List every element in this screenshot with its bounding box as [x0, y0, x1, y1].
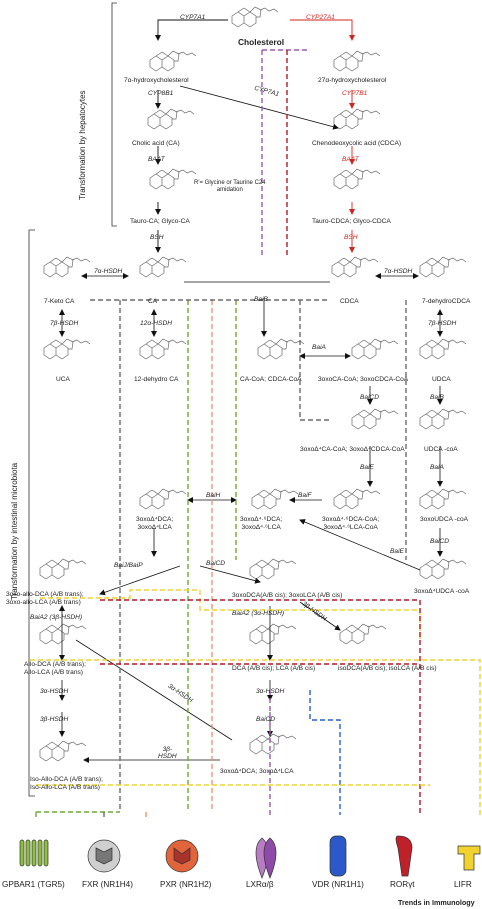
pxr-icon — [165, 839, 199, 873]
baie-2-label: BaiE — [390, 548, 404, 555]
tauro-cdca-label: Tauro-CDCA; Glyco-CDCA — [312, 218, 391, 225]
baia-right-label: BaiA — [430, 464, 444, 471]
gpcr-icon — [19, 839, 49, 867]
dca-lca-label: DCA (A/B cis); LCA (A/B cis) — [232, 665, 316, 672]
receptor-gpbar1: GPBAR1 (TGR5) — [2, 880, 65, 889]
microbiota-arrows — [59, 273, 443, 763]
hsdh7b-left-label: 7β-HSDH — [50, 320, 79, 327]
ca-short-label: CA — [148, 298, 158, 305]
hsdh3a-mid-label: 3α-HSDH — [256, 688, 285, 695]
baicd-right-label: BaiCD — [430, 538, 450, 545]
uca-label: UCA — [56, 376, 70, 383]
hsdh7b-right-label: 7β-HSDH — [428, 320, 457, 327]
iso-allo-label: Iso-Allo-DCA (A/B trans);Iso-Allo-LCA (A… — [30, 776, 103, 791]
dca46-coa-label: 3oxoΔ⁴·⁶DCA-CoA;3oxoΔ⁴·⁶LCA-CoA — [322, 516, 380, 531]
cyp7a1-label: CYP7A1 — [180, 14, 206, 21]
bsh-right-label: BSH — [344, 234, 358, 241]
baif-label: BaiF — [298, 492, 312, 499]
tauro-ca-label: Tauro-CA; Glyco-CA — [130, 218, 190, 225]
journal-logo: Trends in Immunology — [398, 898, 475, 907]
baib-label: BaiB — [254, 296, 268, 303]
baie-label: BaiE — [360, 464, 374, 471]
fxr-icon — [87, 839, 121, 873]
oxo-coa-label: 3oxoCA-CoA; 3oxoCDCA-CoA — [318, 376, 409, 383]
cdca-short-label: CDCA — [340, 298, 359, 305]
hsdh7a-right-label: 7α-HSDH — [384, 268, 413, 275]
bsh-left-label: BSH — [150, 234, 164, 241]
baia2-mid-label: BaiA2 (3α-HSDH) — [232, 610, 285, 617]
c27oh-label: 27α-hydroxycholesterol — [318, 77, 387, 84]
hsdh3a-left-label: 3α-HSDH — [40, 688, 69, 695]
receptor-rorgt: RORγt — [390, 880, 415, 889]
oxo4-udca-coa-label: 3oxoΔ⁴UDCA -coA — [414, 588, 470, 595]
microbiota-bracket — [28, 229, 35, 797]
baia-label: BaiA — [312, 344, 326, 351]
rorgt-icon — [395, 835, 413, 877]
cholesterol-title: Cholesterol — [238, 37, 285, 47]
baicd-2-label: BaiCD — [206, 560, 226, 567]
receptor-icons — [19, 835, 481, 879]
baih-label: BaiH — [206, 492, 221, 499]
baicd-1-label: BaiCD — [360, 394, 380, 401]
lxr-icon — [255, 837, 277, 879]
cyp27a1-label: CYP27A1 — [306, 14, 335, 21]
receptor-lifr: LIFR — [454, 880, 472, 889]
receptor-fxr: FXR (NR1H4) — [82, 880, 133, 889]
cyp7b1-label: CYP7B1 — [342, 90, 368, 97]
udca-label: UDCA — [432, 376, 451, 383]
baat-left-label: BAAT — [148, 156, 165, 163]
cdca-label: Chenodeoxycolic acid (CDCA) — [312, 140, 402, 147]
bail-label: BaiJ/BaiP — [114, 562, 143, 569]
coa-label: CA-CoA; CDCA-CoA — [240, 376, 302, 383]
hsdh3b-left-label: 3β-HSDH — [40, 716, 69, 723]
dca-label: 3oxoΔ⁴DCA;3oxoΔ⁴LCA — [136, 516, 174, 531]
red-pathway-arrows — [290, 19, 355, 253]
hepatocyte-arrows — [155, 19, 339, 253]
molecule-structures — [39, 6, 467, 762]
keto-ca-label: 7-Keto CA — [44, 298, 75, 305]
baicd-3-label: BaiCD — [256, 716, 276, 723]
oxo4-label: 3oxoΔ⁴CA-CoA; 3oxoΔ⁴CDCA-CoA — [300, 446, 405, 453]
oxo-dca-cis-label: 3oxoDCA(A/B cis); 3oxoLCA (A/B cis) — [232, 592, 343, 599]
receptor-pxr: PXR (NR1H2) — [160, 880, 212, 889]
iso-dca-label: isoDCA(A/B cis); isoLCA (A/B cis) — [338, 665, 437, 672]
ca-label: Cholic acid (CA) — [132, 140, 180, 147]
dehydro12-label: 12-dehydro CA — [134, 376, 179, 383]
allo-3oxo-label: 3oxo-allo-DCA (A/B trans);3oxo-allo-LCA … — [6, 591, 84, 606]
hsdh12a-label: 12α-HSDH — [140, 320, 172, 327]
baia2-left-label: BaiA2 (3β-HSDH) — [30, 614, 83, 621]
receptor-lxr: LXRα/β — [246, 880, 274, 889]
hepatocytes-bracket — [111, 2, 117, 227]
lifr-icon — [457, 845, 481, 871]
oxo-udca-coa-label: 3oxoUDCA -coA — [420, 516, 469, 523]
microbiota-label: Transformation by intestinal microbiota — [10, 462, 19, 600]
dca46-label: 3oxoΔ⁴·⁶DCA;3oxoΔ⁴·⁶LCA — [240, 516, 283, 531]
allo-label: Allo-DCA (A/B trans);Allo-LCA (A/B trans… — [24, 661, 86, 676]
hepatocytes-label: Transformation by hepatocytes — [78, 90, 87, 200]
baib-right-label: BaiB — [430, 394, 444, 401]
baat-right-label: BAAT — [342, 156, 359, 163]
hsdh7a-left-label: 7α-HSDH — [94, 268, 123, 275]
receptor-vdr: VDR (NR1H1) — [312, 880, 364, 889]
dehydro-cdca-label: 7-dehydroCDCA — [422, 298, 471, 305]
hsdh3b-mid-label: 3β-HSDH — [158, 746, 177, 760]
cyp8b1-label: CYP8B1 — [148, 90, 174, 97]
oxo-dca-lca-label: 3oxoΔ⁴DCA; 3oxoΔ⁴LCA — [220, 768, 294, 775]
receptor-lines — [30, 49, 481, 820]
c7oh-label: 7α-hydroxycholesterol — [124, 77, 189, 84]
vdr-icon — [329, 835, 347, 877]
udca-coa-label: UDCA -coA — [424, 446, 458, 453]
